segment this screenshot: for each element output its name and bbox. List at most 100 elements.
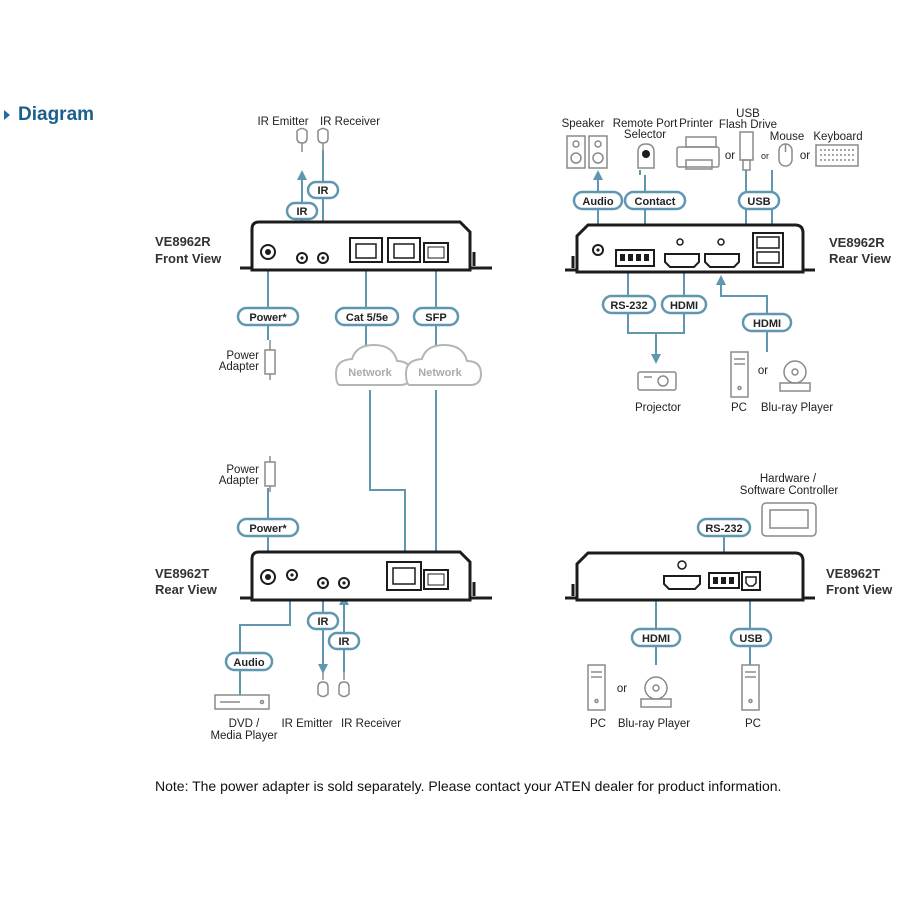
label-pc-1: PC	[731, 402, 747, 414]
label-pc-3: PC	[745, 718, 761, 730]
label-mouse: Mouse	[770, 131, 805, 143]
label-ir-receiver-top: IR Receiver	[320, 116, 380, 128]
tag-usb-1: USB	[737, 190, 781, 211]
svg-text:IR: IR	[297, 206, 308, 218]
svg-text:Contact: Contact	[635, 196, 676, 208]
label-ir-emitter-bottom: IR Emitter	[281, 718, 332, 730]
tag-audio-2: Audio	[572, 190, 624, 211]
power-adapter-icon	[264, 340, 276, 380]
tag-sfp: SFP	[412, 306, 460, 327]
bullet-arrow-icon	[4, 110, 10, 120]
svg-text:IR: IR	[318, 185, 329, 197]
tag-rs232-1: RS-232	[601, 294, 657, 315]
pc-icon-2	[587, 664, 606, 711]
pc-icon	[730, 351, 749, 398]
tx-front-model: VE8962T	[826, 566, 880, 581]
label-remote-a: Remote Port	[613, 118, 678, 130]
ir-emitter-icon	[296, 127, 308, 152]
label-power-adapter-1a: Power	[226, 350, 259, 362]
label-power-adapter-1b: Adapter	[219, 361, 259, 373]
speaker-icon	[566, 135, 608, 169]
svg-text:HDMI: HDMI	[642, 633, 670, 645]
label-or-1: or	[725, 150, 735, 162]
label-remote-b: Selector	[624, 129, 666, 141]
network-label-2: Network	[418, 367, 462, 379]
ir-receiver-icon	[317, 127, 329, 152]
tag-power-1: Power*	[236, 306, 300, 327]
page-title: Diagram	[18, 104, 95, 125]
tag-rs232-2: RS-232	[696, 517, 752, 538]
bluray-player-icon-2	[640, 676, 672, 708]
network-cloud-2: Network	[404, 343, 483, 386]
label-usb-flash-b: Flash Drive	[719, 119, 777, 131]
ir-receiver-icon-2	[338, 672, 350, 698]
rx-front-model: VE8962R	[155, 234, 211, 249]
device-tx-rear	[240, 550, 492, 602]
section-header: Diagram	[0, 102, 94, 128]
svg-text:SFP: SFP	[425, 312, 446, 324]
svg-text:Cat 5/5e: Cat 5/5e	[346, 312, 388, 324]
tx-rear-model: VE8962T	[155, 566, 209, 581]
label-printer: Printer	[679, 118, 713, 130]
svg-text:Audio: Audio	[582, 196, 613, 208]
network-label-1: Network	[348, 367, 392, 379]
label-bluray-2: Blu-ray Player	[618, 718, 690, 730]
label-hw-a: Hardware /	[760, 473, 817, 485]
svg-text:RS-232: RS-232	[610, 300, 647, 312]
tx-rear-view: Rear View	[155, 582, 218, 597]
label-or-2: or	[761, 151, 769, 161]
label-power-adapter-2a: Power	[226, 464, 259, 476]
label-dvd-b: Media Player	[210, 730, 277, 742]
tag-ir-2: IR	[306, 180, 340, 200]
svg-text:Power*: Power*	[249, 312, 287, 324]
rx-rear-model: VE8962R	[829, 235, 885, 250]
label-or-5: or	[617, 683, 627, 695]
label-ir-receiver-bottom: IR Receiver	[341, 718, 401, 730]
footnote: Note: The power adapter is sold separate…	[155, 778, 782, 794]
keyboard-icon	[815, 144, 859, 167]
tag-audio-1: Audio	[224, 651, 274, 672]
svg-text:IR: IR	[318, 616, 329, 628]
label-or-4: or	[758, 365, 768, 377]
mouse-icon	[778, 143, 793, 167]
tag-usb-2: USB	[729, 627, 773, 648]
tx-front-view: Front View	[826, 582, 893, 597]
ir-emitter-icon-2	[317, 672, 329, 698]
device-rx-rear	[565, 223, 815, 274]
svg-text:HDMI: HDMI	[753, 318, 781, 330]
tag-ir-3: IR	[306, 611, 340, 631]
label-ir-emitter-top: IR Emitter	[257, 116, 308, 128]
rx-front-view: Front View	[155, 251, 222, 266]
svg-text:HDMI: HDMI	[670, 300, 698, 312]
label-bluray-1: Blu-ray Player	[761, 402, 833, 414]
remote-port-selector-icon	[637, 143, 655, 169]
connection-tags: IR IR Power* Cat 5/5e SFP Power*	[224, 180, 793, 672]
label-or-3: or	[800, 150, 810, 162]
label-dvd-a: DVD /	[229, 718, 260, 730]
tag-power-2: Power*	[236, 517, 300, 538]
svg-text:RS-232: RS-232	[705, 523, 742, 535]
network-cloud-1: Network	[334, 343, 413, 386]
pc-icon-3	[741, 664, 760, 711]
printer-icon	[676, 136, 720, 170]
tag-ir-4: IR	[327, 631, 361, 651]
bluray-player-icon	[779, 360, 811, 392]
svg-text:Power*: Power*	[249, 523, 287, 535]
usb-flash-drive-icon	[739, 131, 754, 171]
tag-hdmi-3: HDMI	[630, 627, 682, 648]
tag-cat: Cat 5/5e	[334, 306, 400, 327]
label-usb-flash-a: USB	[736, 108, 760, 120]
device-tx-front	[565, 551, 815, 602]
label-keyboard: Keyboard	[813, 131, 862, 143]
tag-hdmi-2: HDMI	[741, 312, 793, 333]
tag-hdmi-1: HDMI	[660, 294, 708, 315]
svg-text:USB: USB	[739, 633, 762, 645]
rx-rear-view: Rear View	[829, 251, 892, 266]
device-rx-front	[240, 220, 492, 272]
tag-contact: Contact	[623, 190, 687, 211]
power-adapter-icon-2	[264, 456, 276, 492]
dvd-player-icon	[214, 694, 270, 710]
label-hw-b: Software Controller	[740, 485, 839, 497]
